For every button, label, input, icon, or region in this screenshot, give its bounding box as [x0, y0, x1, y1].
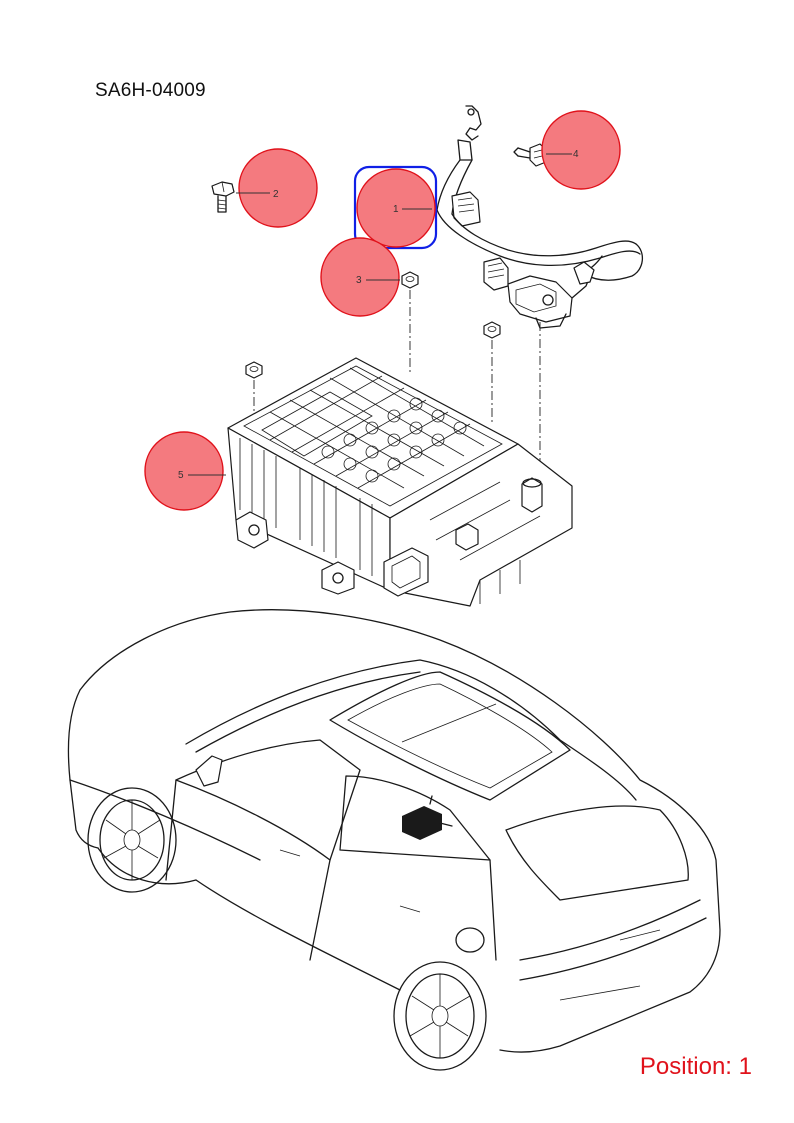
callout-5-circle: [144, 431, 224, 511]
callout-4[interactable]: 4: [541, 110, 621, 190]
fastener-part: [513, 143, 547, 167]
callout-3-number: 3: [356, 275, 362, 286]
bolt-part: [211, 181, 235, 213]
selected-part-highlight: [353, 165, 438, 250]
position-label: Position: 1: [639, 1053, 752, 1080]
callout-4-number: 4: [573, 149, 579, 160]
vehicle-outline: [67, 609, 721, 1071]
nut-part: [245, 271, 501, 379]
assembly-guide-lines: [253, 290, 541, 476]
callout-3[interactable]: 3: [320, 237, 400, 317]
callout-1-circle: [356, 168, 436, 248]
callout-2-number: 2: [273, 189, 279, 200]
diagram-code: SA6H-04009: [95, 80, 206, 101]
callout-5[interactable]: 5: [144, 431, 226, 511]
callout-3-circle: [320, 237, 400, 317]
callout-5-number: 5: [178, 470, 184, 481]
cable-harness-part: [436, 105, 643, 329]
callout-4-circle: [541, 110, 621, 190]
callout-2[interactable]: 2: [236, 148, 318, 228]
callout-2-circle: [238, 148, 318, 228]
callout-1[interactable]: 1: [356, 168, 436, 248]
control-module-part: [227, 357, 573, 607]
callout-1-number: 1: [393, 204, 399, 215]
